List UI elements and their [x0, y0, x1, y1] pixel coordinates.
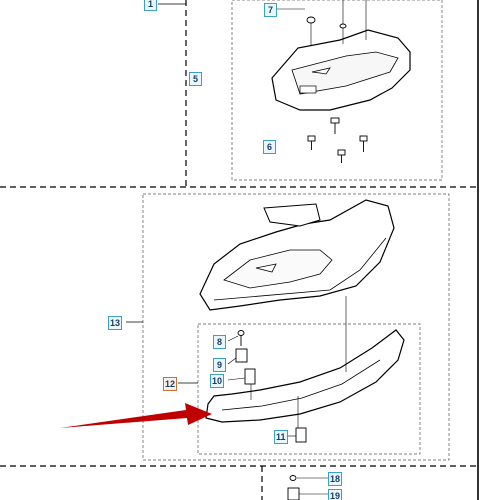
- callout-9: 9: [213, 358, 226, 372]
- guard-skirt: [205, 329, 405, 423]
- upper-guard-cover: [271, 29, 411, 111]
- callout-13: 13: [108, 316, 123, 330]
- trimmer-guard-body: [199, 199, 395, 311]
- arrow-pointer-icon: [60, 403, 212, 428]
- callout-19: 19: [328, 489, 343, 500]
- middle-leaders: [297, 296, 347, 428]
- callout-12: 12: [163, 377, 178, 391]
- callout-8: 8: [213, 335, 226, 349]
- middle-group-box: [142, 193, 450, 461]
- callout-7: 7: [264, 3, 277, 17]
- callout-5: 5: [189, 72, 202, 86]
- callout-1: 1: [144, 0, 157, 11]
- top-group-box: [231, 0, 443, 181]
- callout-10: 10: [210, 374, 225, 388]
- small-part-leaders: [227, 335, 296, 437]
- bottom-parts: [287, 475, 300, 500]
- callout-18: 18: [328, 472, 343, 486]
- bolt-icon: [307, 117, 368, 163]
- top-leaders: [276, 0, 367, 46]
- callout-6: 6: [263, 140, 276, 154]
- callout-11: 11: [274, 430, 288, 444]
- small-hardware: [235, 330, 307, 443]
- washer-icon: [306, 16, 347, 29]
- section-dividers: [0, 0, 480, 500]
